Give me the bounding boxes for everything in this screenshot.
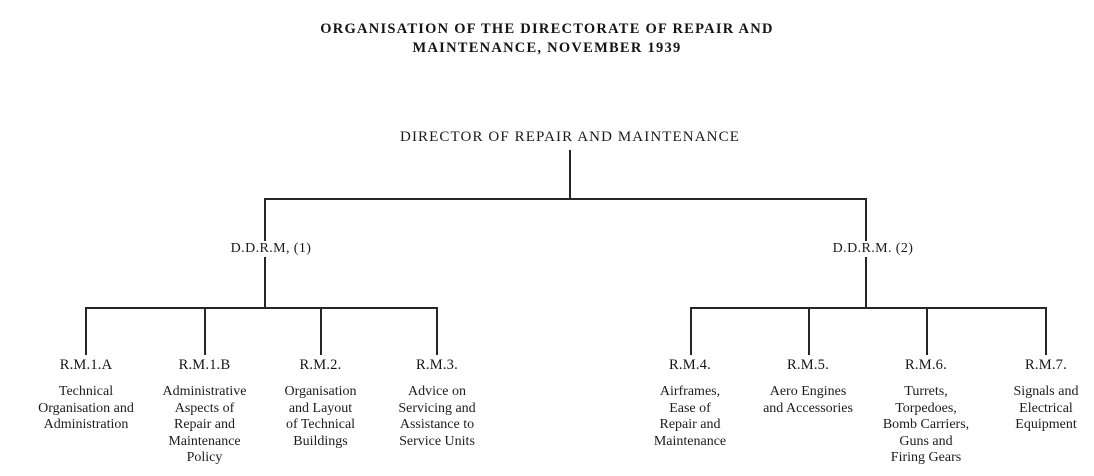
connector-stub-rm5: [808, 307, 810, 355]
node-director: DIRECTOR OF REPAIR AND MAINTENANCE: [400, 129, 740, 145]
leaf-rm1b-code: R.M.1.B: [178, 357, 231, 373]
connector-stub-rm6: [926, 307, 928, 355]
leaf-rm6: R.M.6. Turrets,Torpedoes,Bomb Carriers,G…: [853, 357, 999, 467]
connector-root-stem: [569, 150, 571, 199]
connector-stub-rm2: [320, 307, 322, 355]
connector-stub-rm3: [436, 307, 438, 355]
connector-top-bar: [265, 198, 867, 200]
connector-stub-rm4: [690, 307, 692, 355]
leaf-rm6-code: R.M.6.: [905, 357, 947, 373]
chart-title: ORGANISATION OF THE DIRECTORATE OF REPAI…: [0, 20, 1094, 58]
leaf-rm6-description: Turrets,Torpedoes,Bomb Carriers,Guns and…: [882, 384, 970, 465]
leaf-rm3-code: R.M.3.: [416, 357, 458, 373]
chart-title-line-2: MAINTENANCE, NOVEMBER 1939: [412, 40, 682, 56]
leaf-rm5-code: R.M.5.: [787, 357, 829, 373]
connector-group-2-bar: [690, 307, 1047, 309]
leaf-rm7-code: R.M.7.: [1025, 357, 1067, 373]
chart-title-line-1: ORGANISATION OF THE DIRECTORATE OF REPAI…: [320, 21, 774, 37]
node-ddrm-2: D.D.R.M. (2): [786, 241, 960, 257]
connector-stub-rm1b: [204, 307, 206, 355]
leaf-rm2-code: R.M.2.: [299, 357, 342, 373]
node-ddrm-1: D.D.R.M, (1): [184, 241, 358, 257]
connector-group-1-bar: [85, 307, 438, 309]
leaf-rm4-code: R.M.4.: [669, 357, 711, 373]
leaf-rm1a-code: R.M.1.A: [59, 357, 113, 373]
connector-stub-rm1a: [85, 307, 87, 355]
connector-stub-rm7: [1045, 307, 1047, 355]
